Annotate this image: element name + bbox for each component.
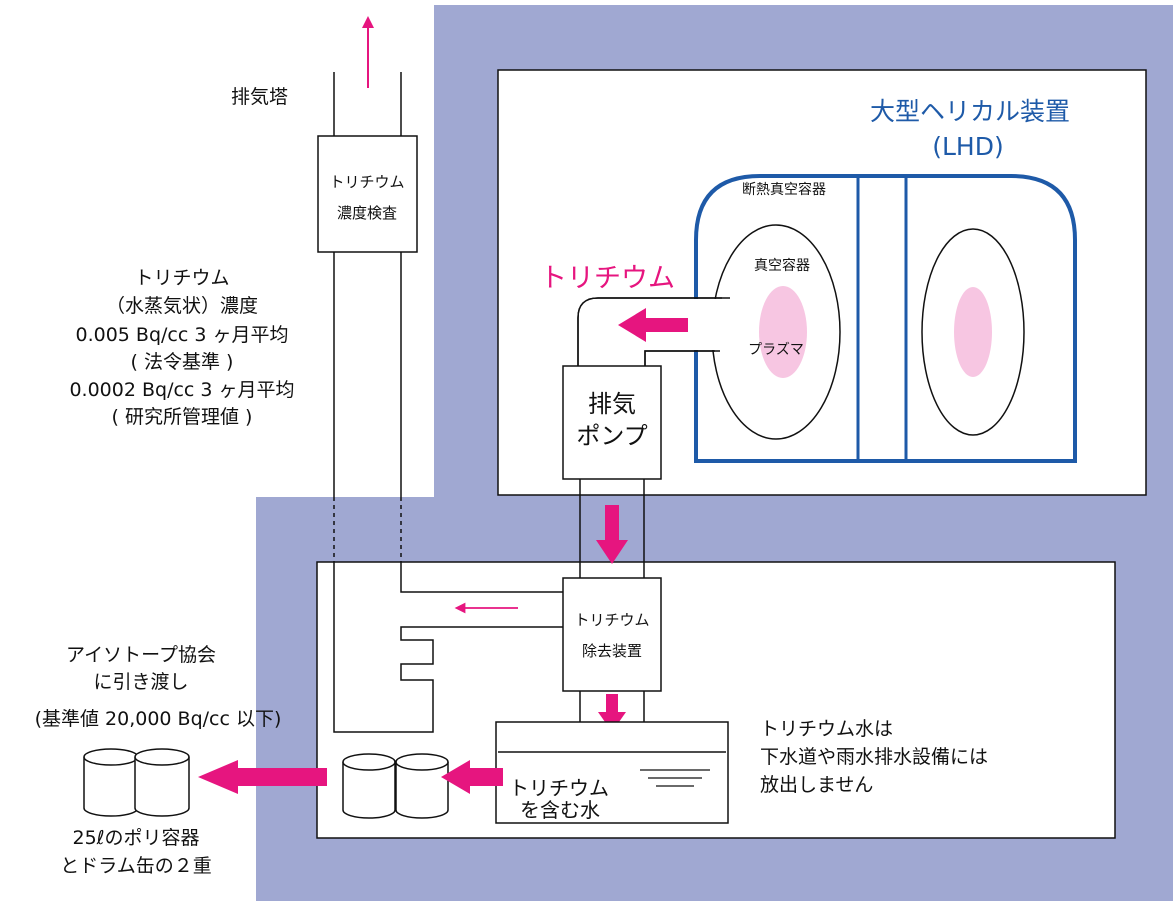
- tritium-monitor-box: [317, 135, 418, 253]
- monitor-label-line1: トリチウム: [329, 173, 404, 191]
- container-line2: とドラム缶の２重: [60, 855, 211, 877]
- container-line1: 25ℓのポリ容器: [72, 827, 199, 849]
- note-line1: トリチウム水は: [760, 718, 893, 740]
- exhaust-pump-box: [562, 365, 662, 480]
- pump-label-line2: ポンプ: [576, 422, 647, 450]
- handover-arrow: [198, 760, 327, 794]
- lhd-title: 大型ヘリカル装置: [870, 97, 1070, 126]
- tank-label-line2: を含む水: [520, 798, 600, 822]
- tritium-flow-label: トリチウム: [540, 263, 675, 294]
- duct-outer-corner: [577, 297, 722, 366]
- concentration-line4: ( 法令基準 ): [131, 351, 234, 373]
- concentration-line5: 0.0002 Bq/cc 3 ヶ月平均: [69, 379, 294, 401]
- tower-duct-left: [333, 562, 563, 733]
- duct-inner-corner: [644, 350, 720, 366]
- note-line3: 放出しません: [760, 774, 873, 796]
- drum-outside-2: [134, 748, 190, 817]
- concentration-line6: ( 研究所管理値 ): [112, 406, 253, 428]
- drum-outside-1: [83, 748, 139, 817]
- exhaust-tower-label: 排気塔: [231, 86, 288, 108]
- tank-label-line1: トリチウム: [509, 776, 609, 800]
- handover-line2: に引き渡し: [93, 671, 188, 693]
- monitor-label-line2: 濃度検査: [337, 204, 397, 222]
- concentration-line1: トリチウム: [134, 267, 229, 289]
- lhd-abbreviation: (LHD): [932, 132, 1003, 161]
- pump-label-line1: 排気: [588, 390, 636, 418]
- plasma-left: [759, 286, 807, 378]
- vacuum-vessel-label: 真空容器: [754, 257, 810, 274]
- remover-down-arrow: [598, 694, 626, 732]
- handover-line3: (基準値 20,000 Bq/cc 以下): [35, 708, 282, 730]
- tank-to-drum-arrow: [441, 760, 503, 794]
- tritium-flow-arrow: [618, 308, 688, 342]
- plasma-label: プラズマ: [748, 342, 804, 358]
- pump-down-arrow: [596, 505, 628, 564]
- tritium-remover-box: [562, 577, 662, 692]
- remover-label-line1: トリチウム: [574, 611, 649, 629]
- concentration-line3: 0.005 Bq/cc 3 ヶ月平均: [76, 324, 289, 346]
- handover-line1: アイソトープ協会: [66, 644, 216, 666]
- water-tank: [495, 721, 729, 824]
- drum-inside-2: [395, 753, 449, 819]
- remover-label-line2: 除去装置: [582, 642, 642, 660]
- drum-inside-1: [342, 753, 396, 819]
- cryostat-outline: [694, 174, 1077, 463]
- note-line2: 下水道や雨水排水設備には: [760, 746, 988, 768]
- plasma-right: [954, 287, 992, 377]
- cryostat-label: 断熱真空容器: [742, 181, 826, 198]
- tower-duct-right: [400, 562, 563, 593]
- concentration-line2: （水蒸気状）濃度: [106, 295, 258, 317]
